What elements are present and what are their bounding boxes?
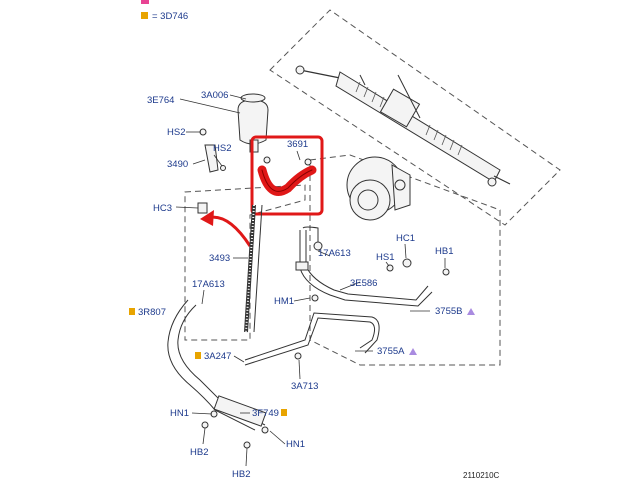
legend-item-text: = 3D746 (152, 11, 188, 22)
cooler-tube (244, 317, 376, 366)
nut-hn1-b (261, 426, 269, 434)
bolt-hb1 (442, 268, 450, 276)
figure-id: 2110210C (463, 471, 500, 480)
label-3e586: 3E586 (350, 278, 377, 289)
label-hb1: HB1 (435, 246, 453, 257)
leader-lines (175, 94, 446, 467)
label-3e764: 3E764 (147, 95, 174, 106)
bolt-hs1 (386, 264, 394, 272)
hose-assembly-frame (184, 184, 306, 341)
clip-hc3 (197, 202, 208, 214)
marker-3a247 (195, 352, 201, 359)
label-17a613-b: 17A613 (318, 248, 351, 259)
label-3f749: 3F749 (252, 408, 279, 419)
label-hs2-a: HS2 (167, 127, 185, 138)
label-hc3: HC3 (153, 203, 172, 214)
power-steering-pump (346, 156, 411, 221)
pointer-arrow (206, 215, 252, 247)
marker-3f749 (281, 409, 287, 416)
label-3a006: 3A006 (201, 90, 228, 101)
highlight-frame (250, 135, 324, 216)
label-3490: 3490 (167, 159, 188, 170)
pointer-arrow-head (200, 210, 214, 226)
label-hc1: HC1 (396, 233, 415, 244)
marker-3r807 (129, 308, 135, 315)
legend-top-marker (141, 0, 149, 4)
label-3r807: 3R807 (138, 307, 166, 318)
label-hn1-a: HN1 (170, 408, 189, 419)
label-hm1: HM1 (274, 296, 294, 307)
label-17a613-a: 17A613 (192, 279, 225, 290)
hose-routing-left (177, 304, 266, 426)
bolt-hb2-b (243, 441, 251, 449)
bolt-hb2-a (201, 421, 209, 429)
label-hb2-a: HB2 (190, 447, 208, 458)
label-hs1: HS1 (376, 252, 394, 263)
mounting-bracket (199, 128, 226, 173)
label-3a713: 3A713 (291, 381, 318, 392)
marker-3755b (467, 308, 475, 315)
marker-3755a (409, 348, 417, 355)
label-3755b: 3755B (435, 306, 462, 317)
label-hb2-b: HB2 (232, 469, 250, 480)
steering-rack (295, 65, 511, 187)
hose-3493 (244, 204, 263, 333)
legend-item-marker (141, 12, 148, 19)
steering-rack-frame (269, 9, 561, 226)
label-3755a: 3755A (377, 346, 405, 357)
label-hn1-b: HN1 (286, 439, 305, 450)
clip-hc1 (402, 258, 412, 268)
hose-end-3f749 (213, 395, 267, 427)
label-3a247: 3A247 (204, 351, 231, 362)
label-hs2-b: HS2 (213, 143, 231, 154)
label-3691: 3691 (287, 139, 308, 150)
label-3493: 3493 (209, 253, 230, 264)
reservoir (237, 93, 269, 153)
